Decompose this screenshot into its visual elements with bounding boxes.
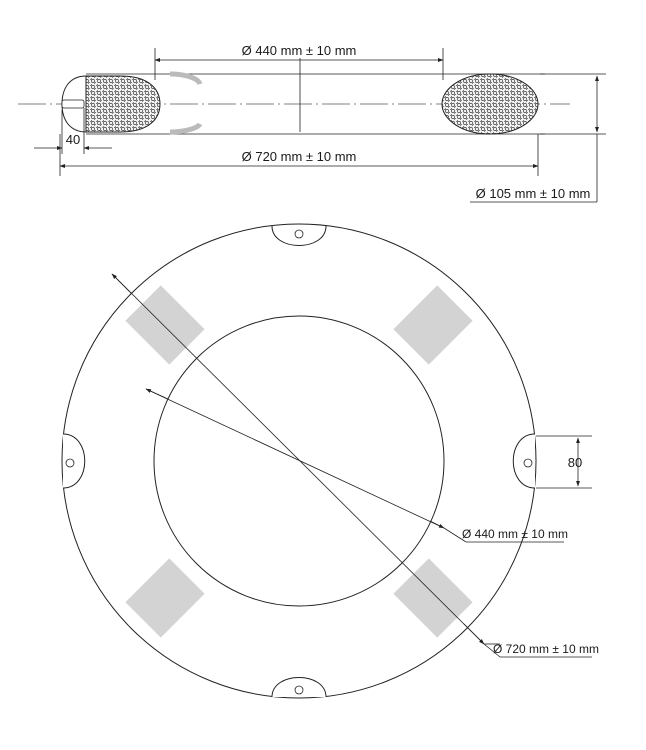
lug-bottom xyxy=(271,677,327,698)
dim-thick-label: Ø 105 mm ± 10 mm xyxy=(476,186,591,201)
left-section-fill xyxy=(85,75,161,133)
dim-outer-label: Ø 720 mm ± 10 mm xyxy=(242,149,357,164)
lug-bottom-hole xyxy=(294,685,304,695)
left-tab-bottom xyxy=(169,122,203,135)
outer-diameter-arrow-end xyxy=(463,623,485,645)
outer-ring xyxy=(61,223,537,699)
band-top-left xyxy=(125,285,205,365)
band-bottom-right xyxy=(393,558,473,638)
lug-top xyxy=(271,225,327,246)
dim-80-label: 80 xyxy=(568,455,582,470)
outer-diameter-diagonal xyxy=(111,273,485,645)
left-tab-top xyxy=(169,71,203,86)
outer-callout-leader xyxy=(483,643,501,658)
inner-diameter-diagonal xyxy=(145,388,445,529)
inner-callout-leader xyxy=(443,527,467,543)
rope-eyelet xyxy=(61,99,85,109)
band-bottom-left xyxy=(125,558,205,638)
inner-diameter-arrow-start xyxy=(145,388,169,400)
dim-inner-label: Ø 440 mm ± 10 mm xyxy=(242,43,357,58)
inner-diameter-arrow-end xyxy=(429,520,445,529)
right-section xyxy=(441,73,539,135)
dim-40-label: 40 xyxy=(66,132,80,147)
inner-callout-label: Ø 440 mm ± 10 mm xyxy=(462,527,568,541)
band-top-right xyxy=(393,285,473,365)
front-view: 80 Ø 720 mm ± 10 mm Ø 440 mm ± 10 mm xyxy=(61,223,599,699)
outer-diameter-arrow-start xyxy=(111,273,133,295)
lug-left-hole xyxy=(65,458,75,468)
outer-callout-label: Ø 720 mm ± 10 mm xyxy=(493,642,599,656)
lug-right-hole xyxy=(523,458,533,468)
lug-top-hole xyxy=(294,229,304,239)
inner-ring xyxy=(153,315,445,607)
side-view: Ø 440 mm ± 10 mm Ø 720 mm ± 10 mm 40 Ø 1… xyxy=(18,43,606,203)
